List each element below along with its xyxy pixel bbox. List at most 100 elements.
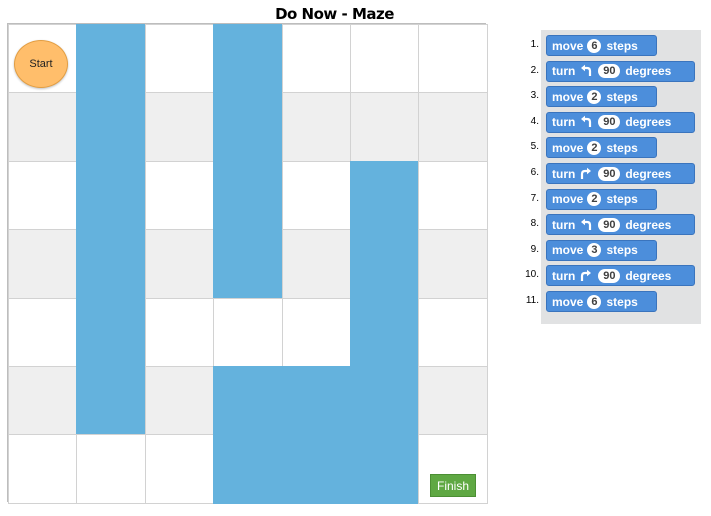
block-value-input[interactable]: 6: [587, 38, 602, 53]
line-number: 4.: [530, 115, 539, 127]
maze-cell: [76, 434, 146, 504]
rotate-right-icon: [579, 167, 593, 181]
maze-cell: [418, 297, 488, 367]
maze-cell: [144, 297, 215, 367]
maze-path-cell: [76, 24, 146, 94]
line-number: 2.: [530, 64, 539, 76]
turn-block[interactable]: turn 90 degrees: [546, 111, 695, 133]
maze-cell: [418, 366, 488, 436]
block-keyword: move: [552, 89, 584, 104]
maze-path-cell: [76, 297, 146, 367]
maze-path-cell: [350, 434, 420, 504]
maze-path-cell: [213, 434, 283, 504]
block-unit: degrees: [625, 64, 672, 79]
maze-cell: [350, 24, 420, 94]
maze-path-cell: [350, 297, 420, 367]
block-unit: steps: [606, 192, 638, 207]
turn-block[interactable]: turn 90 degrees: [546, 60, 695, 82]
line-number: 3.: [530, 90, 539, 102]
line-number: 1.: [530, 39, 539, 50]
maze-path-cell: [213, 24, 283, 94]
maze-cell: [144, 229, 215, 299]
finish-button[interactable]: Finish: [430, 474, 476, 497]
maze-cell: [281, 160, 351, 231]
block-value-input[interactable]: 90: [598, 115, 621, 130]
line-number: 10.: [525, 269, 539, 281]
block-value-input[interactable]: 90: [598, 268, 621, 283]
maze-cell: [144, 24, 215, 94]
block-value-input[interactable]: 90: [598, 64, 621, 79]
block-unit: degrees: [625, 217, 672, 232]
maze-cell: [8, 92, 78, 162]
maze-path-cell: [281, 434, 351, 504]
maze-path-cell: [350, 160, 420, 231]
maze-cell: [8, 297, 78, 367]
block-unit: steps: [606, 38, 638, 53]
maze-cell: [144, 92, 215, 162]
block-value-input[interactable]: 90: [598, 166, 621, 181]
page-title: Do Now - Maze: [275, 5, 394, 23]
block-keyword: turn: [552, 268, 576, 283]
turn-block[interactable]: turn 90 degrees: [546, 163, 695, 184]
maze-cell: [8, 366, 78, 436]
turn-block[interactable]: turn 90 degrees: [546, 265, 695, 287]
turn-block[interactable]: turn 90 degrees: [546, 214, 695, 236]
rotate-left-icon: [579, 218, 593, 232]
block-value-input[interactable]: 2: [587, 89, 602, 104]
maze-path-cell: [76, 366, 146, 436]
block-unit: steps: [606, 140, 638, 155]
block-value-input[interactable]: 3: [587, 243, 602, 258]
block-value-input[interactable]: 2: [587, 192, 602, 207]
block-unit: degrees: [625, 166, 672, 181]
maze-path-cell: [213, 366, 283, 436]
maze-grid: [7, 23, 488, 504]
line-number: 11.: [525, 295, 539, 306]
maze-cell: [281, 92, 351, 162]
maze-cell: [418, 92, 488, 162]
block-unit: steps: [606, 294, 638, 309]
block-keyword: move: [552, 243, 584, 258]
block-value-input[interactable]: 90: [598, 217, 621, 232]
block-keyword: turn: [552, 115, 576, 130]
maze-cell: [281, 24, 351, 94]
block-keyword: turn: [552, 64, 576, 79]
block-keyword: turn: [552, 217, 576, 232]
block-unit: degrees: [625, 268, 672, 283]
line-number: 7.: [530, 192, 539, 204]
maze-cell: [418, 160, 488, 231]
block-value-input[interactable]: 6: [587, 294, 602, 309]
rotate-left-icon: [579, 64, 593, 78]
maze-path-cell: [350, 229, 420, 299]
block-keyword: turn: [552, 166, 576, 181]
maze-path-cell: [213, 229, 283, 299]
maze-path-cell: [213, 92, 283, 162]
maze-cell: [8, 229, 78, 299]
maze-cell: [8, 434, 78, 504]
block-keyword: move: [552, 140, 584, 155]
block-keyword: move: [552, 192, 584, 207]
maze-path-cell: [76, 229, 146, 299]
maze-cell: [144, 434, 215, 504]
maze-path-cell: [76, 92, 146, 162]
line-number: 5.: [530, 141, 539, 153]
block-value-input[interactable]: 2: [587, 140, 602, 155]
maze-cell: [350, 92, 420, 162]
line-number: 6.: [530, 167, 539, 178]
maze-cell: [213, 297, 283, 367]
maze-cell: [281, 229, 351, 299]
block-unit: steps: [606, 89, 638, 104]
maze-path-cell: [213, 160, 283, 231]
block-unit: degrees: [625, 115, 672, 130]
start-button[interactable]: Start: [14, 40, 68, 88]
maze-cell: [281, 297, 351, 367]
maze-path-cell: [350, 366, 420, 436]
maze-cell: [144, 366, 215, 436]
maze-cell: [8, 160, 78, 231]
block-unit: steps: [606, 243, 638, 258]
